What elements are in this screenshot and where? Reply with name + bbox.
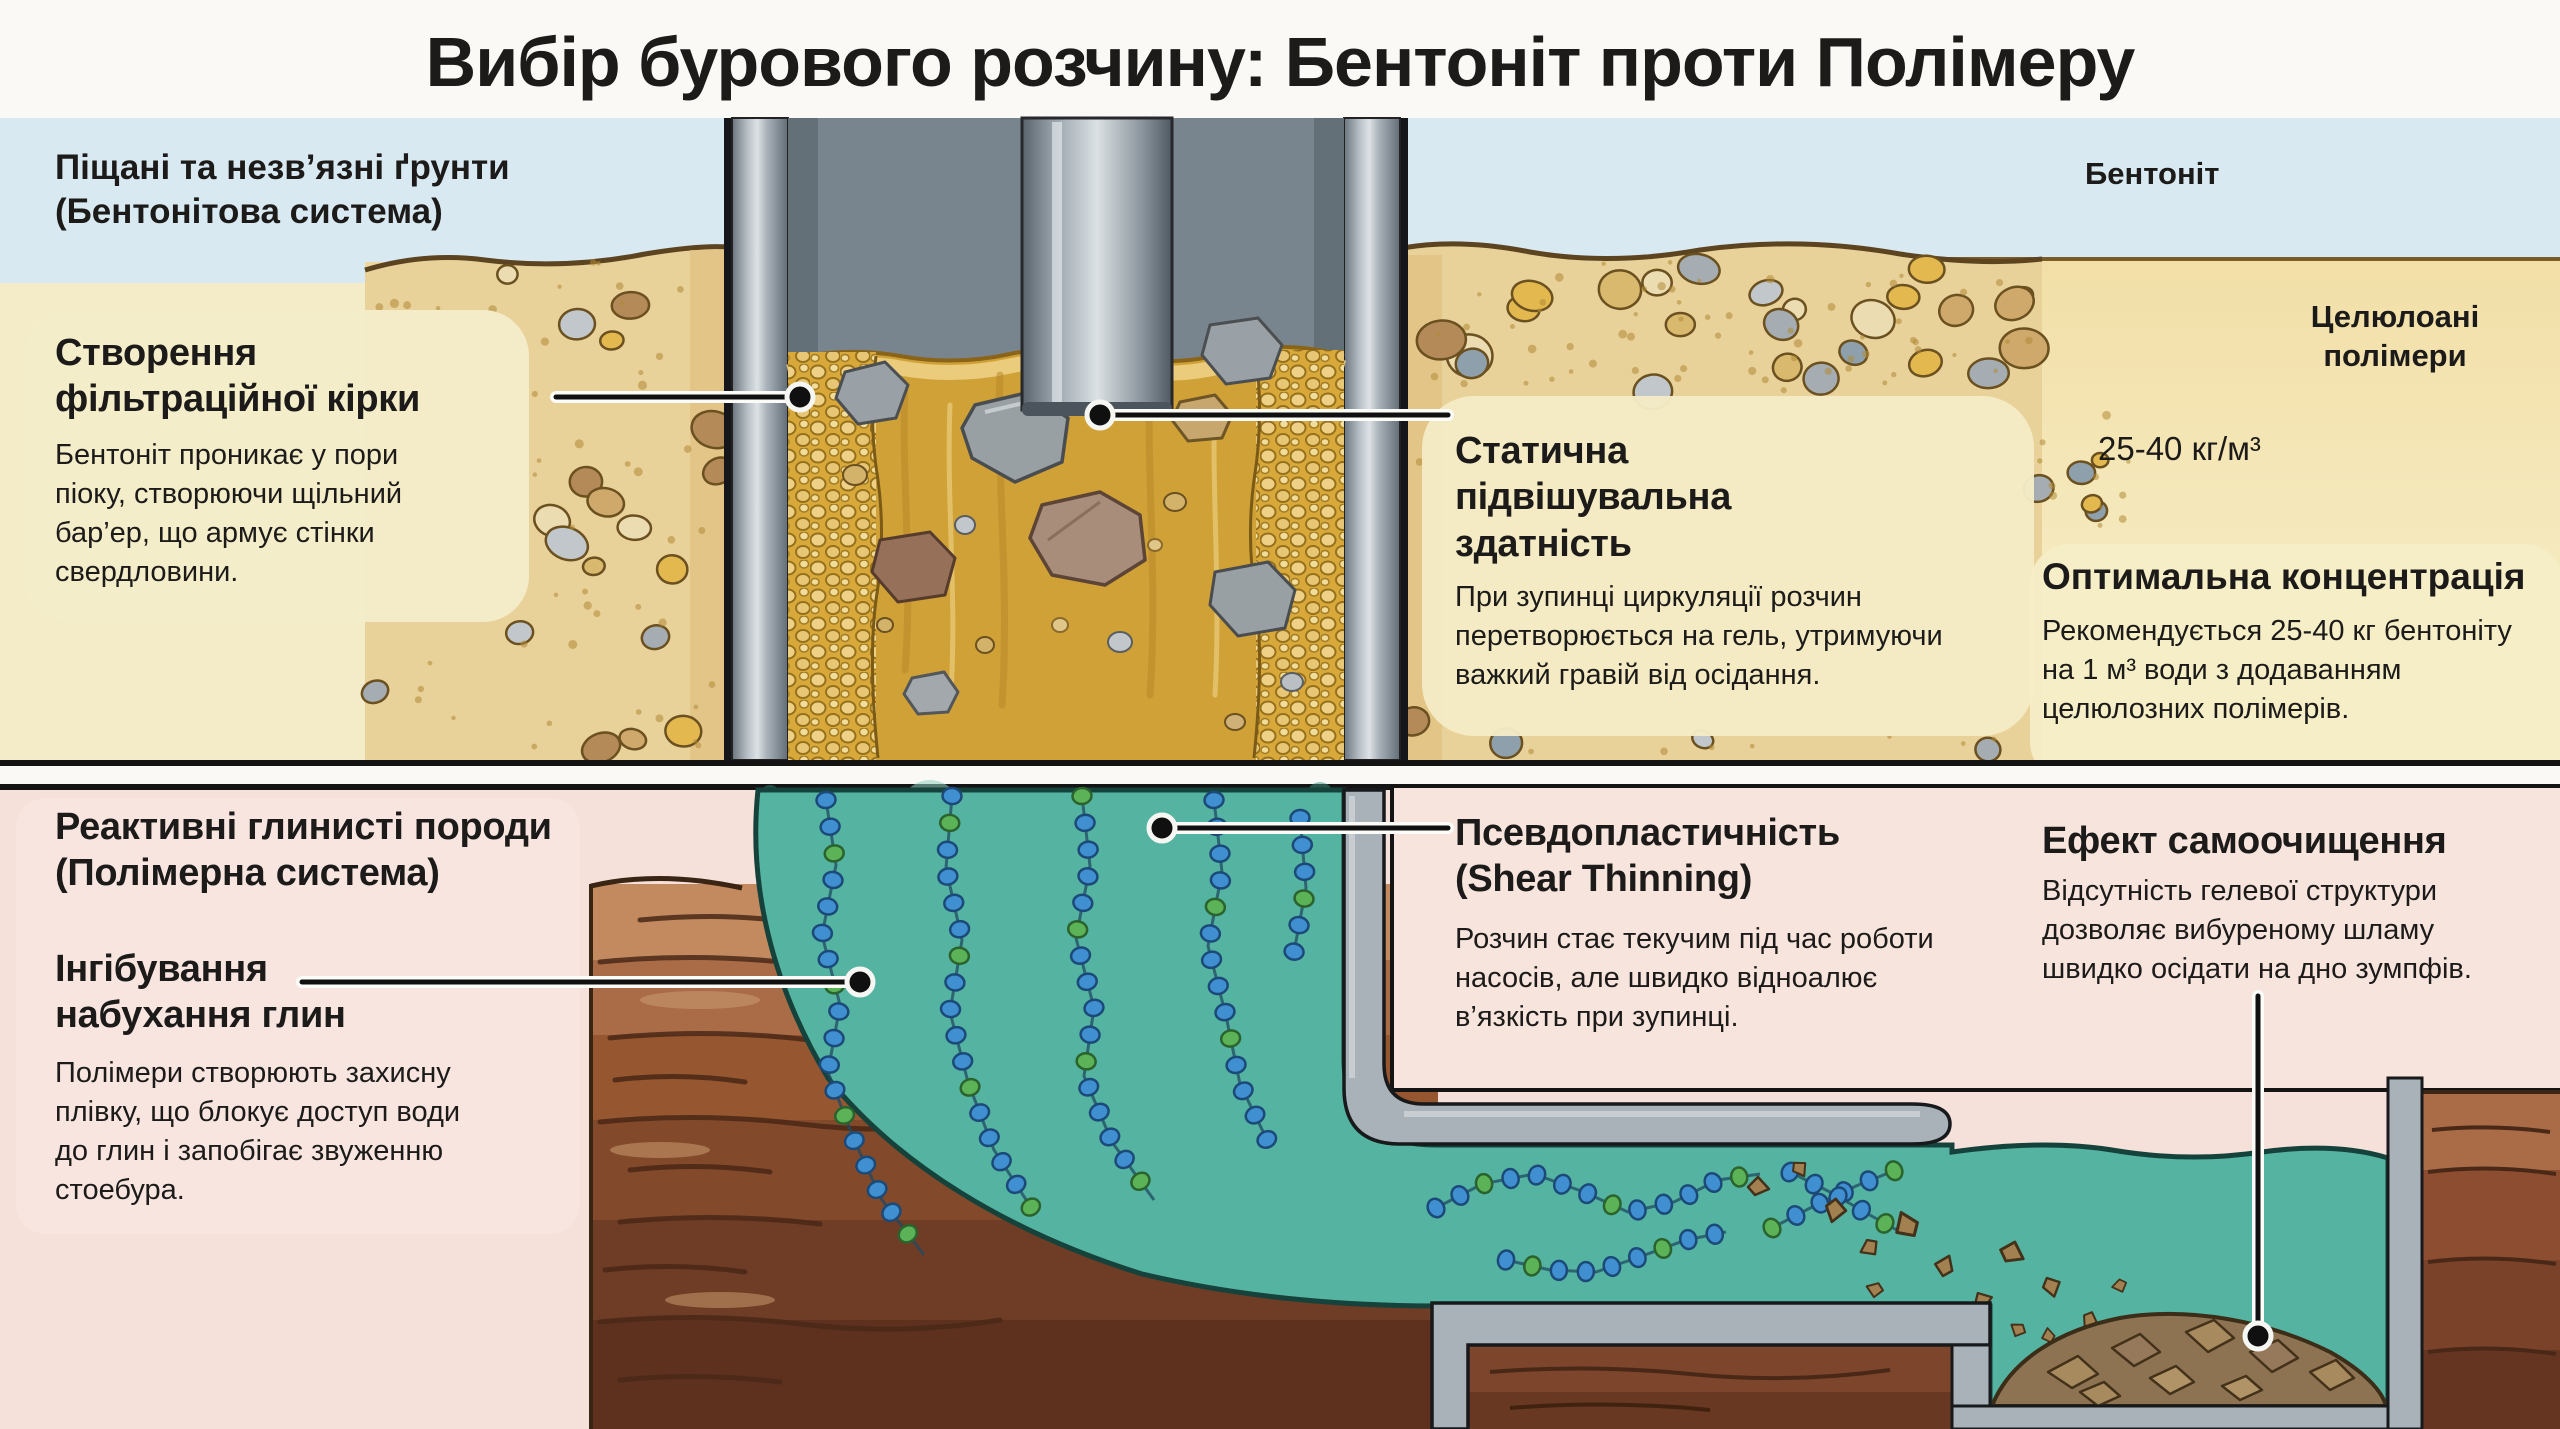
sand-shade-left	[690, 250, 728, 760]
suspension-body: При зупинці циркуляції розчин перетворює…	[1455, 581, 1943, 691]
casing-elbow	[1342, 788, 1952, 1146]
callouts	[296, 381, 2274, 1352]
lower-right-text-box	[1390, 784, 2560, 1092]
inhibition-body: Полімери створюють захисну плівку, що бл…	[55, 1057, 461, 1206]
casing-right	[1343, 117, 1401, 761]
sump-floor	[1950, 1404, 2424, 1429]
strata-right	[2422, 1090, 2560, 1429]
sump-left-wall	[1950, 1343, 1992, 1411]
annulus-shade-r	[1314, 118, 1344, 366]
framed-strata-block	[1468, 1345, 1952, 1429]
sump-right-wall	[2386, 1076, 2424, 1429]
casing-elbow-highlight	[1349, 796, 1920, 1117]
lower-zone-label: Реактивні глинисті породи (Полімерна сис…	[55, 806, 552, 895]
upper-borehole	[724, 116, 1408, 761]
text-blob-left	[24, 310, 529, 622]
sand-edge-left	[364, 244, 729, 273]
cuttings-pile	[1989, 1312, 2389, 1408]
inhibition-heading: Інгібування набухання глин	[55, 948, 346, 1037]
callout-shear	[1146, 812, 1454, 844]
self-cleaning-heading: Ефект самоочищення	[2042, 820, 2447, 862]
cellulose-label: Целюлоані полімери	[2310, 299, 2480, 373]
text-blob-optimal	[2030, 544, 2560, 782]
callout-inhibition	[296, 966, 876, 998]
bentonite-label: Бентоніт	[2085, 156, 2220, 191]
callout-self-cleaning	[2242, 990, 2274, 1352]
optimal-body: Рекомендується 25-40 кг бентоніту на 1 м…	[2042, 615, 2512, 725]
suspension-heading: Статична підвішувальна здатність	[1455, 430, 1732, 565]
text-blob-suspension	[1422, 396, 2034, 736]
strata-top-edge	[590, 875, 743, 891]
upper-panel	[0, 116, 2560, 782]
filter-cake-heading: Створення фільтраційної кірки	[55, 332, 421, 421]
lower-panel	[0, 780, 2560, 1429]
shear-body: Розчин стає текучим під час роботи насос…	[1455, 923, 1934, 1033]
optimal-heading: Оптимальна концентрація	[2042, 556, 2526, 597]
self-cleaning-body: Відсутність гелевої структури дозволяє в…	[2042, 875, 2472, 985]
casing-channel-bottom	[1430, 1301, 1992, 1429]
pebbles-left	[360, 259, 738, 765]
dosage-label: 25-40 кг/м³	[2098, 430, 2261, 467]
drill-pipe	[1020, 116, 1174, 412]
polymer-chains	[811, 786, 1905, 1283]
cuttings	[1746, 1161, 2389, 1408]
suspended-rocks	[834, 316, 1304, 731]
page-title: Вибір бурового розчину: Бентоніт проти П…	[425, 23, 2136, 101]
drill-pipe-highlight	[1052, 122, 1062, 406]
lower-left-text-bg	[16, 798, 580, 1234]
upper-zone-label: Піщані та незв’язні ґрунти (Бентонітова …	[55, 148, 510, 232]
pebbles-right	[1395, 252, 2131, 763]
callout-suspension	[1084, 399, 1454, 431]
filter-cake-body: Бентоніт проникає у пори піоку, створююч…	[55, 439, 403, 588]
casing-left	[731, 117, 789, 761]
annulus-shade-l	[788, 118, 818, 366]
shear-heading: Псевдопластичність (Shear Thinning)	[1455, 812, 1840, 901]
panel-divider	[0, 760, 2560, 790]
callout-filter-cake	[550, 381, 816, 413]
